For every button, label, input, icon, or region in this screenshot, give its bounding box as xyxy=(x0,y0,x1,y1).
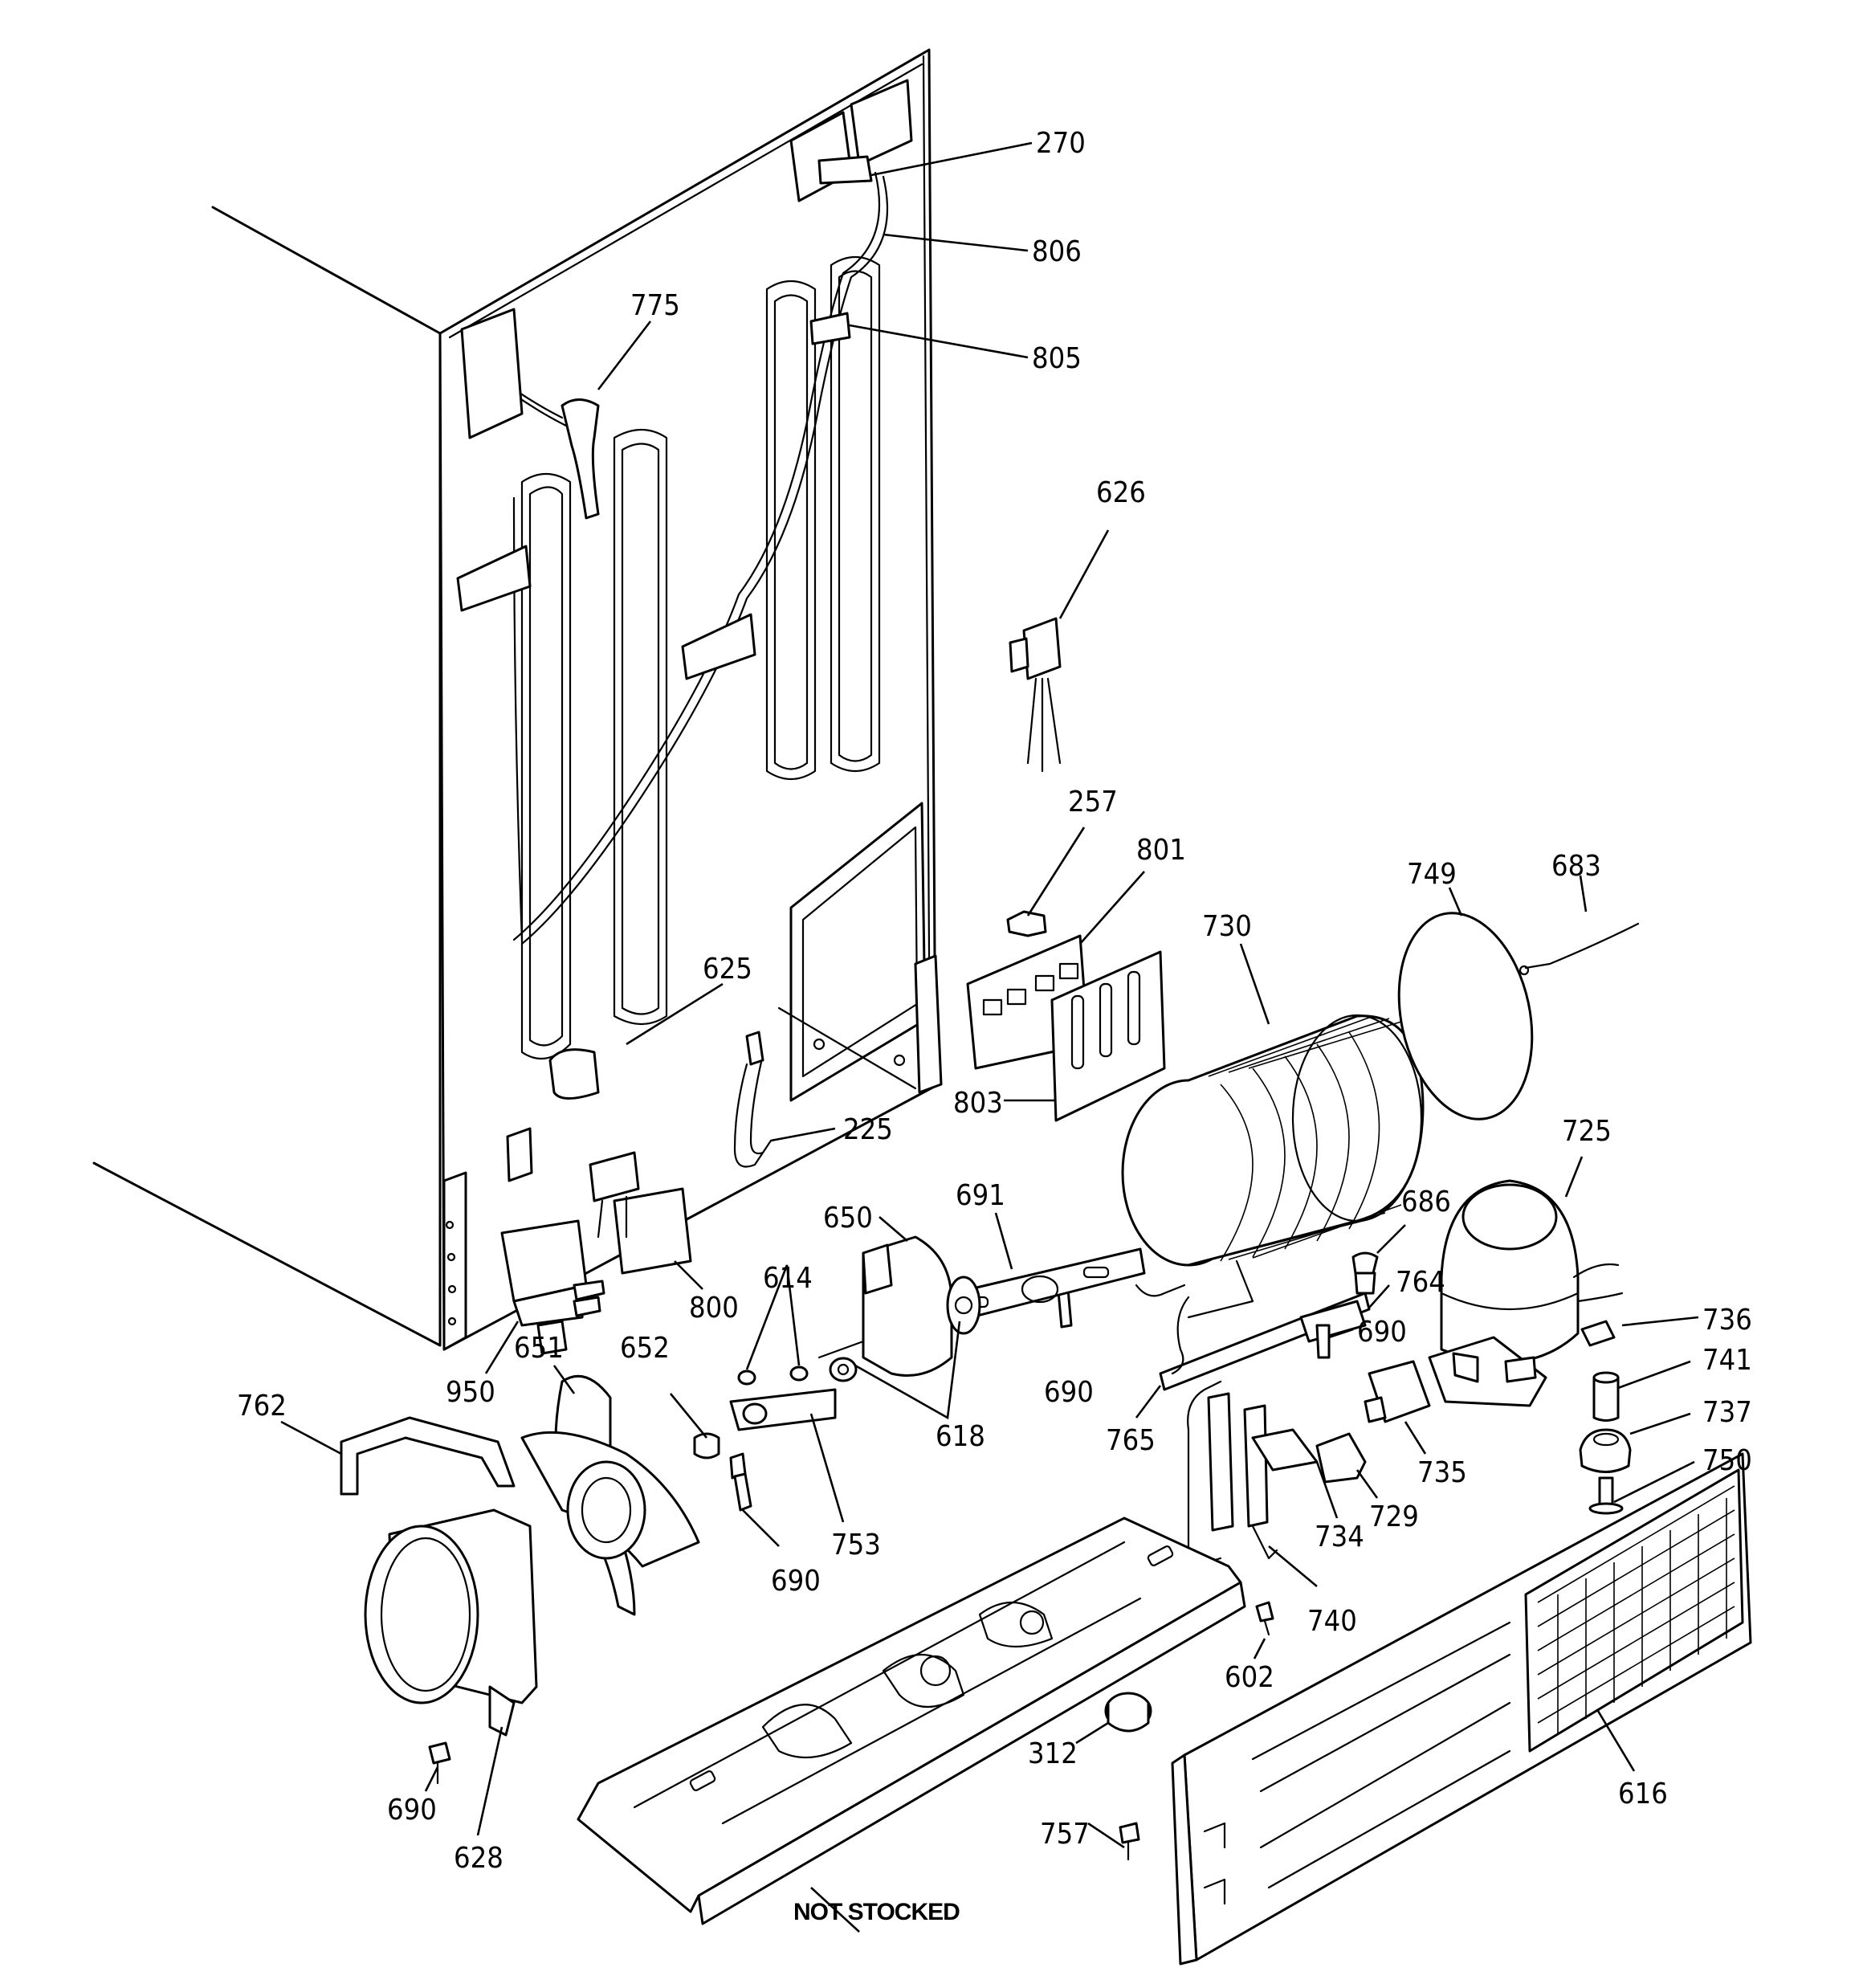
label-729: 729 xyxy=(1369,1500,1419,1533)
mount-stack xyxy=(1579,1371,1632,1515)
label-616: 616 xyxy=(1618,1778,1668,1810)
label-651: 651 xyxy=(514,1332,564,1365)
compressor xyxy=(1428,1179,1624,1407)
label-806: 806 xyxy=(1032,235,1082,268)
bracket-hardware xyxy=(1050,1251,1379,1391)
label-730: 730 xyxy=(1202,910,1252,943)
label-686: 686 xyxy=(1401,1186,1451,1219)
label-626: 626 xyxy=(1096,476,1146,509)
label-803: 803 xyxy=(953,1087,1003,1120)
label-800: 800 xyxy=(689,1292,739,1325)
coil-mesh xyxy=(1204,1015,1402,1262)
mounting-parts xyxy=(693,1365,837,1512)
base-hardware xyxy=(1104,1601,1274,1861)
condenser-fan xyxy=(340,1374,700,1785)
label-690-c: 690 xyxy=(771,1565,821,1598)
drain-tube xyxy=(733,1031,773,1168)
cabinet xyxy=(92,48,943,1351)
label-225: 225 xyxy=(843,1113,893,1146)
label-762: 762 xyxy=(237,1390,287,1423)
label-950: 950 xyxy=(446,1376,495,1409)
access-panel xyxy=(1171,1452,1752,1966)
label-691: 691 xyxy=(956,1179,1005,1212)
label-690-d: 690 xyxy=(387,1794,437,1827)
label-602: 602 xyxy=(1225,1661,1274,1694)
label-737: 737 xyxy=(1702,1396,1752,1429)
label-757: 757 xyxy=(1040,1818,1090,1851)
label-652: 652 xyxy=(620,1332,670,1365)
label-741: 741 xyxy=(1702,1344,1752,1377)
part-labels: 270 806 805 775 626 257 801 749 683 730 … xyxy=(237,127,1752,1925)
label-618: 618 xyxy=(936,1420,985,1453)
label-690-b: 690 xyxy=(1044,1376,1094,1409)
condenser-coil xyxy=(1121,1014,1425,1319)
label-740: 740 xyxy=(1307,1605,1357,1638)
label-257: 257 xyxy=(1068,786,1118,818)
label-690-a: 690 xyxy=(1357,1316,1407,1349)
label-801: 801 xyxy=(1136,834,1186,867)
control-board-group xyxy=(966,617,1166,1122)
label-683: 683 xyxy=(1551,850,1601,883)
fan-motor xyxy=(817,1235,981,1382)
water-valves xyxy=(500,1151,692,1355)
label-725: 725 xyxy=(1562,1115,1612,1148)
label-753: 753 xyxy=(831,1529,881,1561)
label-734: 734 xyxy=(1315,1521,1364,1553)
label-805: 805 xyxy=(1032,342,1082,375)
label-736: 736 xyxy=(1702,1304,1752,1337)
label-749: 749 xyxy=(1407,858,1457,891)
label-750: 750 xyxy=(1702,1444,1752,1477)
label-312: 312 xyxy=(1028,1737,1078,1770)
relay-group xyxy=(1187,1360,1431,1562)
label-650: 650 xyxy=(823,1202,873,1235)
label-625: 625 xyxy=(703,953,752,986)
panel-grille xyxy=(1537,1485,1735,1735)
label-614: 614 xyxy=(763,1262,813,1295)
label-765: 765 xyxy=(1106,1424,1156,1457)
label-270: 270 xyxy=(1036,127,1086,160)
label-628: 628 xyxy=(454,1842,503,1875)
label-735: 735 xyxy=(1417,1456,1467,1489)
base-pan xyxy=(577,1517,1246,1925)
label-775: 775 xyxy=(630,289,680,322)
cover-disc xyxy=(1397,912,1640,1121)
not-stocked-note: NOT STOCKED xyxy=(793,1899,960,1925)
label-764: 764 xyxy=(1396,1266,1445,1299)
leader-lines xyxy=(280,141,1699,1933)
